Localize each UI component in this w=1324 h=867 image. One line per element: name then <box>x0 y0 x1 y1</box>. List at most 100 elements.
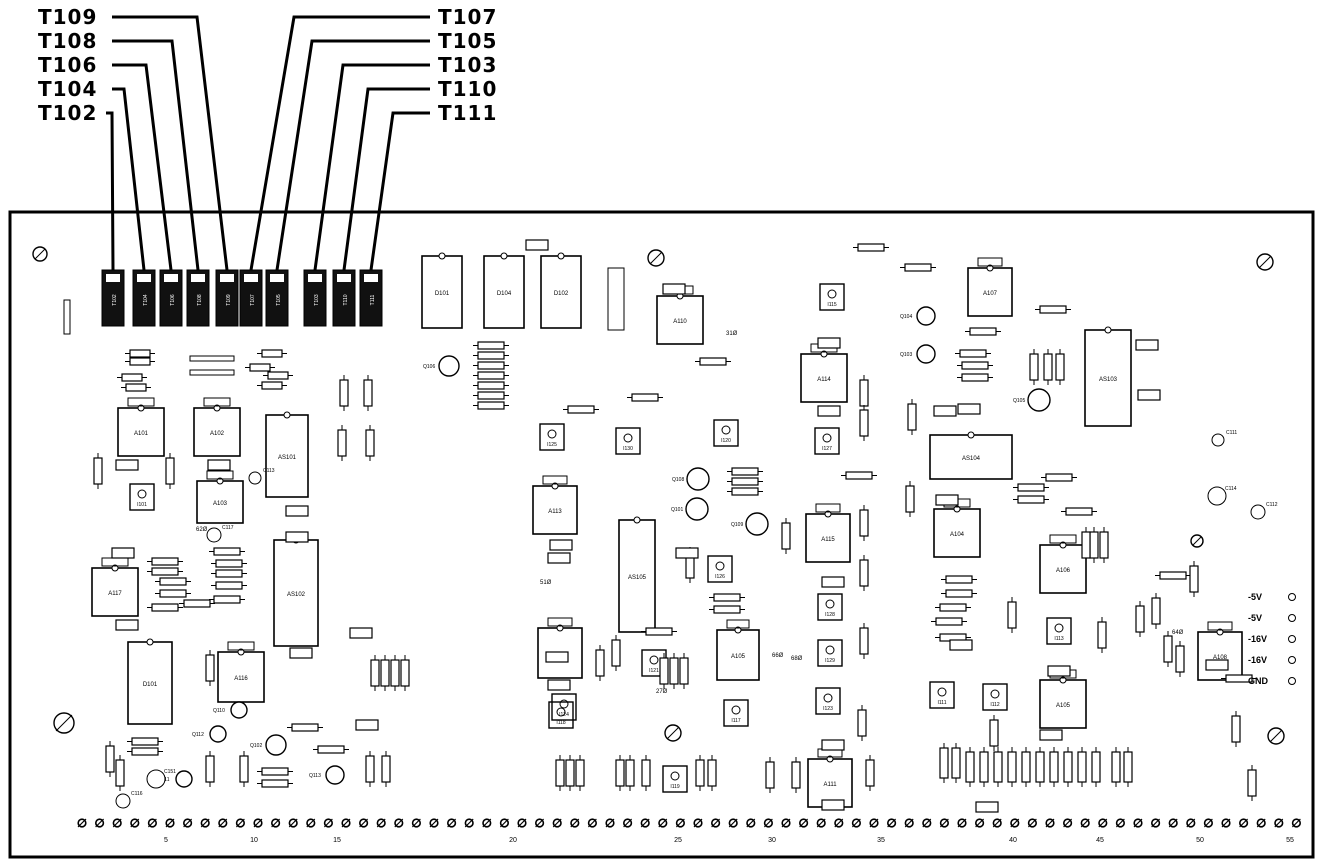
resistor-body <box>1163 635 1173 663</box>
resistor-body <box>857 709 867 737</box>
edge-number: 35 <box>877 837 885 844</box>
resistor-body <box>575 759 585 787</box>
header-label: T103 <box>314 294 320 306</box>
resistor-body <box>1091 751 1101 783</box>
capacitor-body <box>547 679 571 691</box>
edge-pad <box>992 818 1002 828</box>
resistor-body <box>791 761 801 789</box>
resistor-body <box>859 509 869 537</box>
capacitor-body <box>1135 339 1159 351</box>
power-terminal <box>1288 593 1296 601</box>
trimmer-body <box>1046 617 1072 645</box>
module-tab <box>1207 621 1233 631</box>
cap-label: C114 <box>1225 486 1237 492</box>
resistor-body <box>400 659 410 687</box>
ic-label: A101 <box>134 431 149 437</box>
capacitor-body <box>285 505 309 517</box>
transistor-body <box>916 344 936 364</box>
edge-pad-slash <box>957 818 967 828</box>
edge-pad-slash <box>922 818 932 828</box>
edge-pad <box>834 818 844 828</box>
resistor-body <box>907 403 917 431</box>
capacitor-body <box>1137 389 1161 401</box>
edge-pad <box>165 818 175 828</box>
trimmer-wiper <box>825 599 835 609</box>
edge-pad-slash <box>552 818 562 828</box>
edge-pad <box>1291 818 1301 828</box>
resistor-body <box>905 485 915 513</box>
trimmer-label: I101 <box>137 502 147 508</box>
resistor-body <box>1035 751 1045 783</box>
ic-label: A113 <box>548 509 562 515</box>
resistor-body <box>765 761 775 789</box>
ic-label: A105 <box>1056 703 1071 709</box>
trimmer-label: I111 <box>938 700 947 706</box>
resistor-body <box>845 471 873 480</box>
resistor-body <box>213 595 241 604</box>
header-pin <box>244 274 258 282</box>
resistor-body <box>1065 507 1093 516</box>
resistor-body <box>1151 597 1161 625</box>
edge-pad <box>306 818 316 828</box>
transistor-body <box>686 467 710 491</box>
ic-label: A110 <box>673 319 687 325</box>
resistor-body <box>713 605 741 614</box>
edge-pad-slash <box>1221 818 1231 828</box>
capacitor-body <box>1205 659 1229 671</box>
edge-pad <box>640 818 650 828</box>
edge-pad-slash <box>1098 818 1108 828</box>
resistor-body <box>959 349 987 358</box>
edge-pad <box>552 818 562 828</box>
ic-label: A102 <box>210 431 225 437</box>
trimmer-wiper <box>670 771 680 781</box>
edge-pad <box>376 818 386 828</box>
header-pin <box>220 274 234 282</box>
jumper-bar <box>189 369 235 376</box>
transistor-body <box>685 497 709 521</box>
cap-body <box>146 769 166 789</box>
edge-pad-slash <box>77 818 87 828</box>
ic-label: AS103 <box>1099 377 1118 383</box>
resistor-body <box>951 747 961 779</box>
header-label: T111 <box>370 294 376 305</box>
resistor-body <box>125 383 147 392</box>
edge-pad <box>570 818 580 828</box>
edge-pad-slash <box>1203 818 1213 828</box>
power-label: -16V <box>1248 655 1267 665</box>
trimmer-wiper <box>731 705 741 715</box>
test-point-mark: 66Ø <box>772 653 784 659</box>
edge-pad-slash <box>359 818 369 828</box>
trimmer-body <box>817 639 843 667</box>
edge-pad <box>693 818 703 828</box>
edge-pad <box>94 818 105 828</box>
resistor-body <box>121 373 143 382</box>
edge-pad <box>1133 818 1143 828</box>
header-label: T110 <box>343 294 349 305</box>
edge-pad <box>1150 818 1161 828</box>
edge-pad-slash <box>693 818 703 828</box>
resistor-body <box>261 779 289 788</box>
edge-pad-slash <box>1239 818 1249 828</box>
resistor-body <box>1007 751 1017 783</box>
resistor-body <box>555 759 565 787</box>
header-block <box>303 269 327 327</box>
trimmer-body <box>723 699 749 727</box>
trimmer-body <box>814 427 840 455</box>
edge-pad <box>622 818 633 828</box>
edge-pad <box>1062 818 1073 828</box>
resistor-body <box>945 589 973 598</box>
edge-pad <box>798 818 809 828</box>
power-terminal <box>1288 635 1296 643</box>
transistor-body <box>325 765 345 785</box>
edge-pad <box>939 818 950 828</box>
edge-pad <box>1098 818 1108 828</box>
resistor-body <box>1231 715 1241 743</box>
cap-body <box>1211 433 1225 447</box>
edge-pad-slash <box>887 818 897 828</box>
resistor-body <box>151 557 179 566</box>
trimmer-label: I119 <box>670 784 680 790</box>
callout-leader <box>342 87 430 271</box>
capacitor-body <box>675 547 699 559</box>
edge-pad-slash <box>1080 818 1090 828</box>
